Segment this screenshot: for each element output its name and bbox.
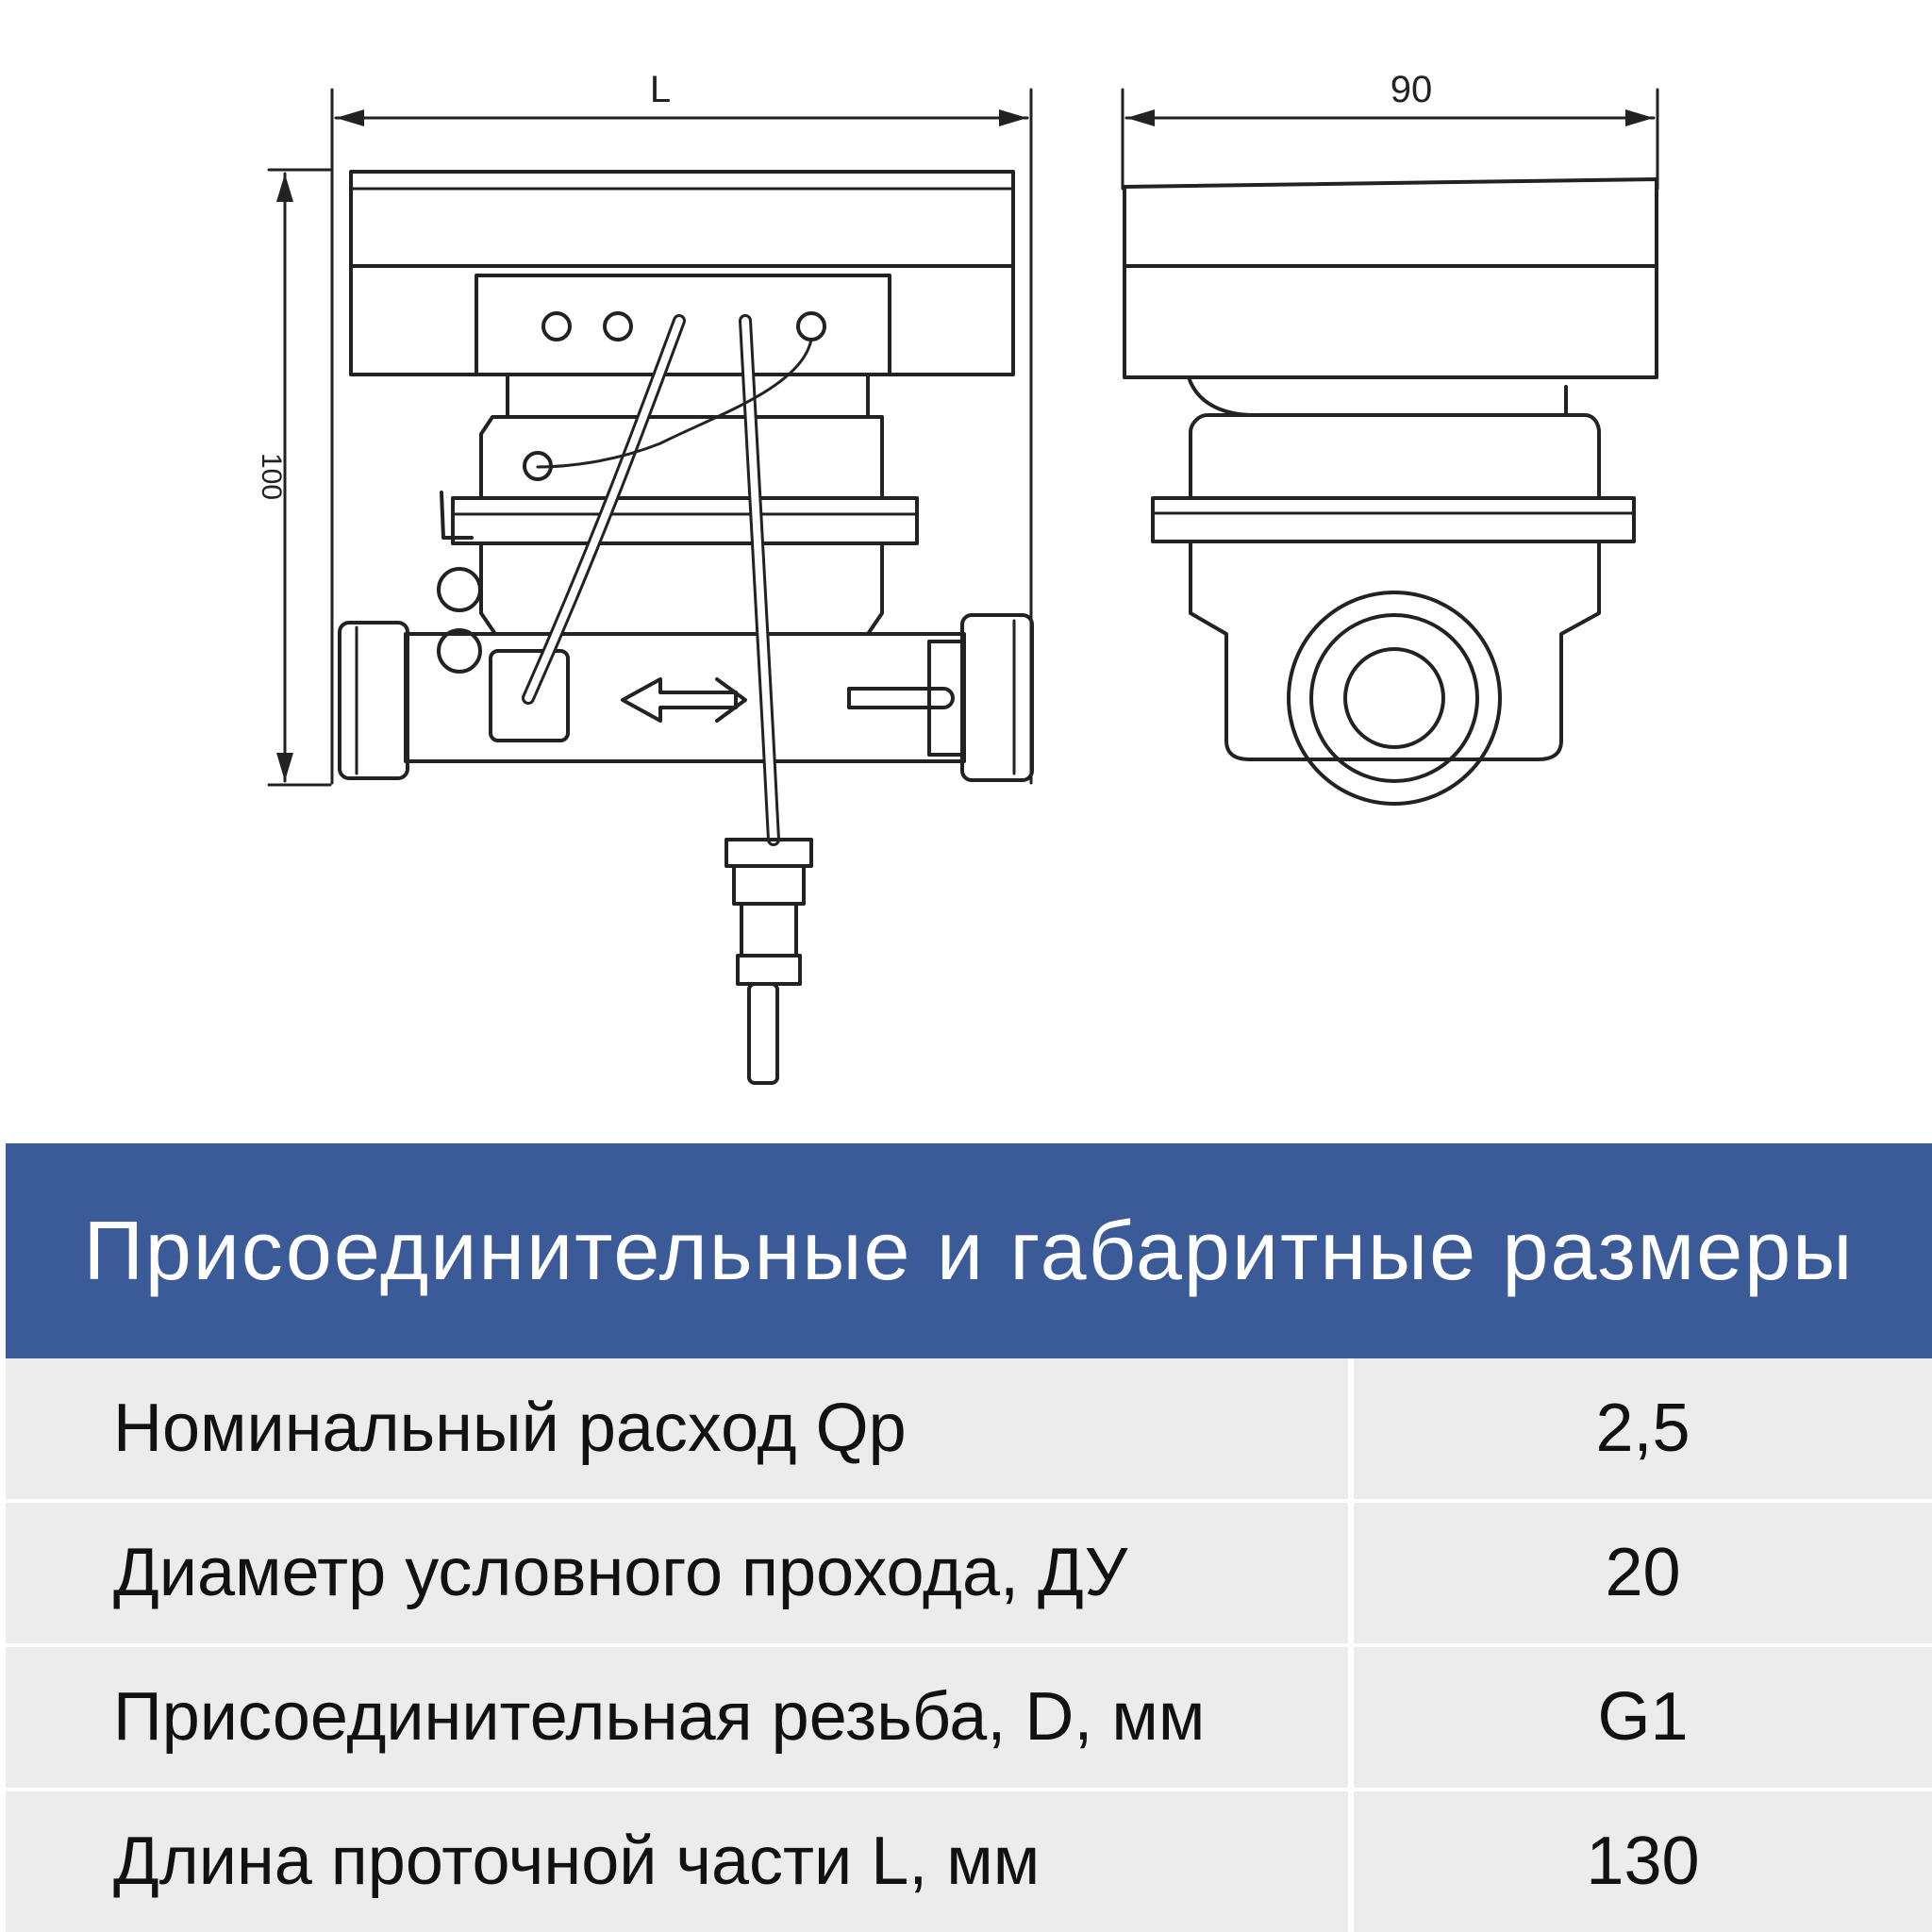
heat-meter-technical-drawing: L 90 100 bbox=[256, 69, 1659, 1085]
dimension-label-width: 90 bbox=[1391, 69, 1433, 110]
table-row: Длина проточной части L, мм 130 bbox=[6, 1789, 1932, 1932]
dimension-line-length bbox=[330, 88, 1033, 785]
spec-label: Номинальный расход Qp bbox=[6, 1358, 1354, 1503]
table-row: Диаметр условного прохода, ДУ 20 bbox=[6, 1500, 1932, 1647]
section-title: Присоединительные и габаритные размеры bbox=[6, 1143, 1932, 1358]
spec-value: 20 bbox=[1351, 1500, 1932, 1647]
front-view bbox=[338, 170, 1034, 1085]
spec-label: Присоединительная резьба, D, мм bbox=[6, 1644, 1354, 1791]
spec-value: 2,5 bbox=[1351, 1358, 1932, 1503]
dimension-label-length: L bbox=[650, 69, 671, 110]
spec-value: 130 bbox=[1351, 1789, 1932, 1932]
spec-label: Длина проточной части L, мм bbox=[6, 1789, 1354, 1932]
spec-value: G1 bbox=[1351, 1644, 1932, 1791]
dimension-line-width bbox=[1121, 88, 1659, 191]
side-view bbox=[1123, 177, 1658, 806]
table-row: Присоединительная резьба, D, мм G1 bbox=[6, 1644, 1932, 1791]
table-row: Номинальный расход Qp 2,5 bbox=[6, 1358, 1932, 1503]
dimension-line-height bbox=[267, 168, 332, 787]
spec-table: Номинальный расход Qp 2,5 Диаметр условн… bbox=[6, 1358, 1932, 1932]
dimension-label-height: 100 bbox=[256, 453, 287, 500]
spec-label: Диаметр условного прохода, ДУ bbox=[6, 1500, 1354, 1647]
